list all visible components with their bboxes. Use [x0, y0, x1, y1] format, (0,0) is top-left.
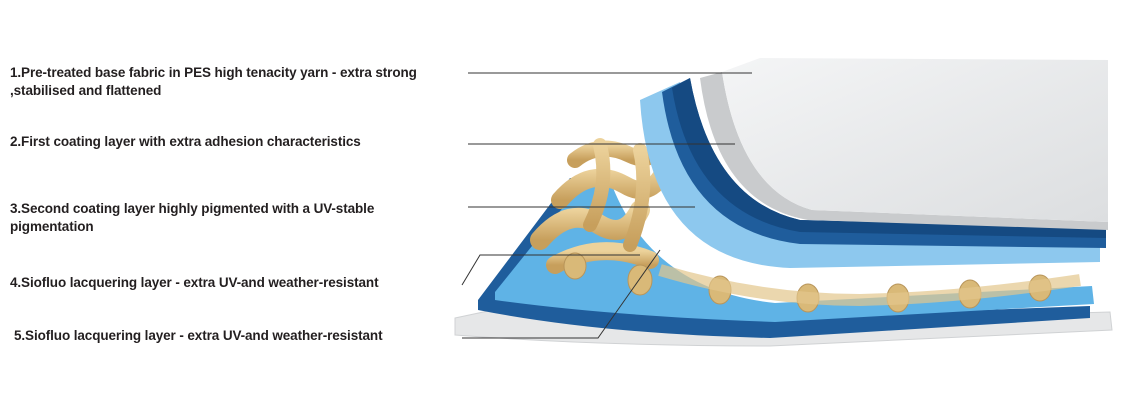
- layer-3-label-line2: pigmentation: [10, 218, 374, 236]
- layer-5-label: 5.Siofluo lacquering layer - extra UV-an…: [14, 327, 382, 345]
- layer-4-label: 4.Siofluo lacquering layer - extra UV-an…: [10, 274, 378, 292]
- layer-3-label-line1: 3.Second coating layer highly pigmented …: [10, 200, 374, 218]
- layer-1-label-line2: ,stabilised and flattened: [10, 82, 417, 100]
- layer-1-label-line1: 1.Pre-treated base fabric in PES high te…: [10, 64, 417, 82]
- layer-3-label: 3.Second coating layer highly pigmented …: [10, 200, 374, 236]
- layer-1-label: 1.Pre-treated base fabric in PES high te…: [10, 64, 417, 100]
- layer-2-label: 2.First coating layer with extra adhesio…: [10, 133, 361, 151]
